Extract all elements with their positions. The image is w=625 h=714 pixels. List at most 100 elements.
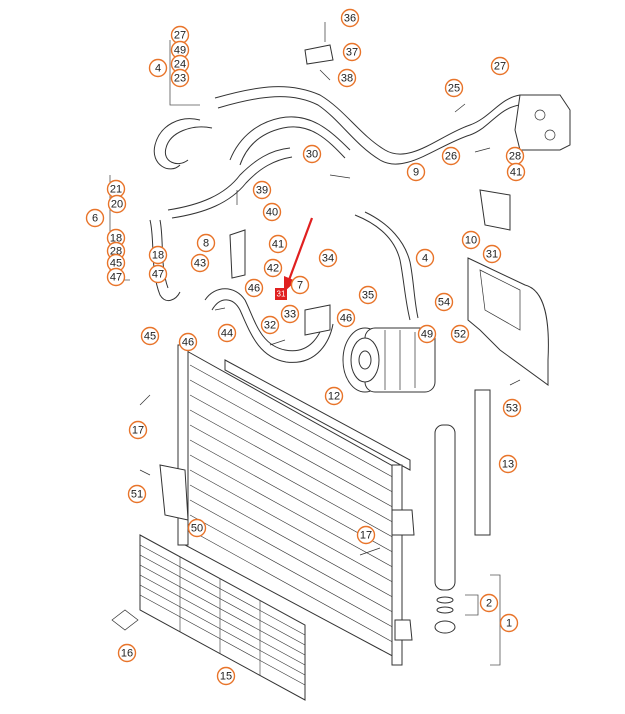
callout-c34: 34 xyxy=(318,248,338,268)
callout-c27b: 27 xyxy=(490,56,510,76)
callout-c9: 9 xyxy=(406,162,426,182)
callout-number: 28 xyxy=(509,151,521,163)
callout-c6: 6 xyxy=(85,208,105,228)
callout-number: 9 xyxy=(413,167,419,179)
callout-number: 23 xyxy=(174,73,186,85)
callout-c25: 25 xyxy=(444,78,464,98)
callout-c17b: 17 xyxy=(356,525,376,545)
callout-number: 17 xyxy=(132,425,144,437)
callout-c49b: 49 xyxy=(417,324,437,344)
callout-number: 49 xyxy=(174,45,186,57)
callout-number: 7 xyxy=(297,280,303,292)
receiver-drier xyxy=(434,424,456,634)
callout-number: 10 xyxy=(465,235,477,247)
callout-c46b: 46 xyxy=(336,308,356,328)
callout-c37: 37 xyxy=(342,42,362,62)
refrigerant-lines xyxy=(149,86,521,363)
cover-plate xyxy=(467,257,549,386)
callout-c47a: 47 xyxy=(106,267,126,287)
callout-number: 46 xyxy=(182,337,194,349)
callout-number: 50 xyxy=(191,523,203,535)
callout-c36: 36 xyxy=(340,8,360,28)
callout-c46a: 46 xyxy=(244,278,264,298)
callout-c41b: 41 xyxy=(268,234,288,254)
highlight-marker: 31 xyxy=(275,288,287,300)
compressor xyxy=(342,327,436,393)
callout-number: 32 xyxy=(264,320,276,332)
callout-number: 39 xyxy=(256,185,268,197)
callout-c18b: 18 xyxy=(148,245,168,265)
grille-panel xyxy=(139,534,306,701)
callout-c46c: 46 xyxy=(178,332,198,352)
callout-c41a: 41 xyxy=(506,162,526,182)
callout-c2: 2 xyxy=(479,593,499,613)
callout-number: 46 xyxy=(340,313,352,325)
callout-number: 18 xyxy=(110,233,122,245)
callout-c30: 30 xyxy=(302,144,322,164)
callout-c45a: 45 xyxy=(106,253,126,273)
callout-number: 2 xyxy=(486,598,492,610)
callout-number: 36 xyxy=(344,13,356,25)
highlight-label: 31 xyxy=(277,290,286,299)
callout-c12: 12 xyxy=(324,386,344,406)
bolts xyxy=(139,22,521,556)
callout-c50: 50 xyxy=(187,518,207,538)
callout-c4b: 4 xyxy=(415,248,435,268)
callout-number: 30 xyxy=(306,149,318,161)
callout-c40: 40 xyxy=(262,202,282,222)
callout-number: 26 xyxy=(445,151,457,163)
callout-c42: 42 xyxy=(263,258,283,278)
callout-c17a: 17 xyxy=(128,420,148,440)
callout-number: 8 xyxy=(203,238,209,250)
callout-c49a: 49 xyxy=(170,40,190,60)
callout-number: 33 xyxy=(284,309,296,321)
callout-c51: 51 xyxy=(127,484,147,504)
callout-c39: 39 xyxy=(252,180,272,200)
callout-c16: 16 xyxy=(117,643,137,663)
callout-c7: 7 xyxy=(290,275,310,295)
callout-number: 38 xyxy=(341,73,353,85)
callout-c43: 43 xyxy=(190,253,210,273)
callout-c20: 20 xyxy=(107,194,127,214)
callout-number: 47 xyxy=(110,272,122,284)
callout-c47b: 47 xyxy=(148,264,168,284)
callout-number: 46 xyxy=(248,283,260,295)
callout-c52: 52 xyxy=(450,324,470,344)
callout-number: 25 xyxy=(448,83,460,95)
callout-number: 13 xyxy=(502,459,514,471)
callout-number: 4 xyxy=(155,63,161,75)
callout-c13: 13 xyxy=(498,454,518,474)
callout-number: 52 xyxy=(454,329,466,341)
callout-c44: 44 xyxy=(217,323,237,343)
callout-c38: 38 xyxy=(337,68,357,88)
callout-number: 21 xyxy=(110,184,122,196)
callout-c21: 21 xyxy=(106,179,126,199)
callout-number: 45 xyxy=(144,331,156,343)
callout-number: 41 xyxy=(510,167,522,179)
callout-number: 54 xyxy=(438,297,450,309)
callout-number: 34 xyxy=(322,253,334,265)
callout-c35: 35 xyxy=(358,285,378,305)
callout-number: 12 xyxy=(328,391,340,403)
callout-c18a: 18 xyxy=(106,228,126,248)
callout-number: 27 xyxy=(494,61,506,73)
callout-number: 40 xyxy=(266,207,278,219)
callout-number: 41 xyxy=(272,239,284,251)
callout-number: 6 xyxy=(92,213,98,225)
callout-number: 27 xyxy=(174,30,186,42)
callout-number: 35 xyxy=(362,290,374,302)
callout-c54: 54 xyxy=(434,292,454,312)
callout-c23: 23 xyxy=(170,68,190,88)
callout-number: 31 xyxy=(486,249,498,261)
callout-number: 43 xyxy=(194,258,206,270)
callout-c33: 33 xyxy=(280,304,300,324)
callout-c45b: 45 xyxy=(140,326,160,346)
callout-c32: 32 xyxy=(260,315,280,335)
callout-number: 20 xyxy=(111,199,123,211)
callout-number: 47 xyxy=(152,269,164,281)
callout-c1: 1 xyxy=(499,613,519,633)
callout-number: 51 xyxy=(131,489,143,501)
expansion-valve xyxy=(514,94,571,151)
